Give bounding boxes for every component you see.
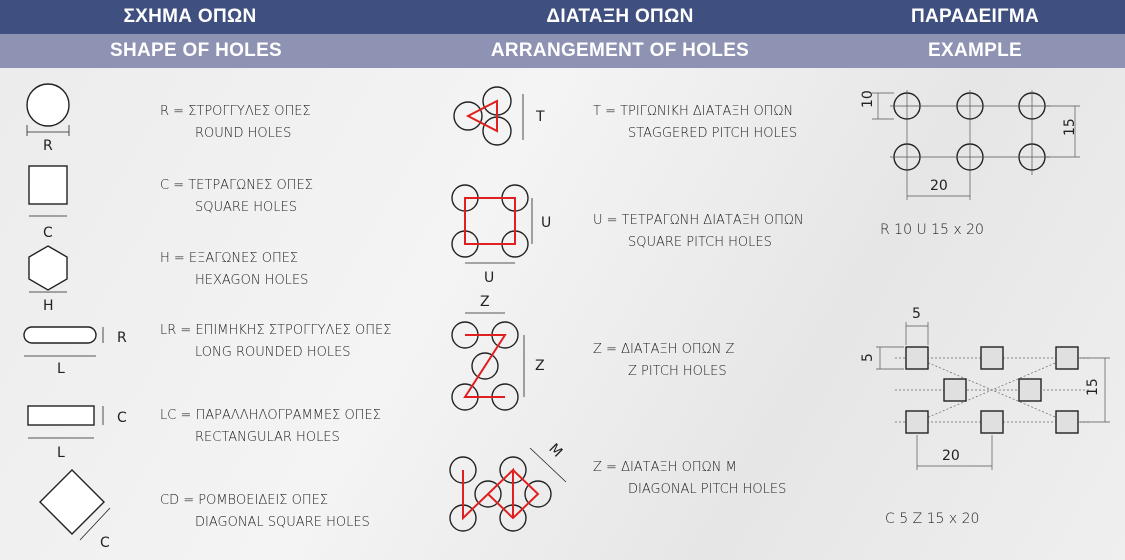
dimension-label: C	[43, 225, 53, 241]
staggered-pitch-drawing: T	[453, 86, 545, 146]
heading-arrangement-english: ARRANGEMENT OF HOLES	[490, 40, 750, 61]
square-pitch-drawing: U U	[451, 184, 551, 286]
drawing-mark	[453, 101, 483, 131]
drawing-mark	[471, 352, 499, 380]
drawing-mark	[462, 467, 540, 521]
content-area	[0, 68, 1125, 560]
dimension-label: L	[57, 361, 65, 377]
drawing-mark	[905, 410, 929, 434]
shape-square-english: SQUARE HOLES	[195, 200, 297, 215]
arrangement-m-greek: Z = ΔΙΑΤΑΞΗ ΟΠΩΝ M	[593, 460, 737, 475]
drawing-mark	[1055, 346, 1079, 370]
diagonal-pitch-drawing: M	[449, 441, 567, 532]
example-2-caption: C 5 Z 15 x 20	[885, 511, 980, 527]
square-hole-drawing: C	[28, 165, 68, 241]
heading-arrangement-greek: ΔΙΑΤΑΞΗ ΟΠΩΝ	[546, 6, 694, 27]
drawing-mark	[524, 480, 552, 508]
drawing-mark	[79, 507, 111, 541]
dimension-label: 5	[860, 353, 876, 362]
header-greek-band	[0, 0, 1125, 34]
dimension-label: Z	[535, 358, 545, 374]
drawing-mark	[980, 410, 1004, 434]
dimension-label: 20	[942, 448, 960, 464]
dimension-label: C	[100, 535, 110, 551]
arrangement-z-greek: Z = ΔΙΑΤΑΞΗ ΟΠΩΝ Z	[593, 342, 735, 357]
example-2-drawing: 5 5 15 20	[860, 306, 1110, 470]
shape-rectangular-english: RECTANGULAR HOLES	[195, 430, 340, 445]
shape-diagonal-square-greek: CD = ΡΟΜΒΟΕΙΔΕΙΣ ΟΠΕΣ	[160, 493, 329, 508]
dimension-label: 20	[930, 178, 948, 194]
arrangement-t-greek: T = ΤΡΙΓΩΝΙΚΗ ΔΙΑΤΑΞΗ ΟΠΩΝ	[593, 104, 794, 119]
dimension-label: M	[545, 441, 565, 461]
shape-round-greek: R = ΣΤΡΟΓΓΥΛΕΣ ΟΠΕΣ	[160, 104, 311, 119]
drawing-mark	[28, 165, 68, 205]
drawing-mark	[905, 346, 929, 370]
drawing-mark	[474, 480, 502, 508]
dimension-label: 5	[912, 306, 921, 322]
drawing-mark	[876, 322, 1110, 470]
drawing-mark	[943, 378, 967, 402]
drawing-mark	[463, 334, 507, 398]
dim-label: R	[43, 138, 53, 154]
heading-shape-english: SHAPE OF HOLES	[109, 40, 283, 61]
drawing-mark	[26, 83, 70, 127]
drawing-mark	[1018, 378, 1042, 402]
header-english-band	[0, 34, 1125, 68]
drawing-mark	[529, 447, 567, 483]
drawing-mark	[465, 99, 498, 133]
shape-hexagon-english: HEXAGON HOLES	[195, 273, 309, 288]
drawing-mark	[27, 405, 95, 426]
rectangular-hole-drawing: C L	[27, 405, 127, 461]
arrangement-t-english: STAGGERED PITCH HOLES	[628, 126, 798, 141]
long-rounded-hole-drawing: R L	[23, 326, 127, 377]
dimension-label: U	[484, 270, 494, 286]
dimension-label: U	[541, 215, 551, 231]
drawing-mark	[23, 326, 97, 344]
shape-long-rounded-greek: LR = ΕΠΙΜΗΚΗΣ ΣΤΡΟΓΓΥΛΕΣ ΟΠΕΣ	[160, 323, 392, 338]
example-1-drawing: 10 15 20	[860, 90, 1080, 200]
drawing-mark	[905, 346, 1079, 434]
hexagon-hole-drawing: H	[28, 245, 68, 314]
diagonal-square-hole-drawing: C	[39, 469, 111, 551]
heading-example-english: EXAMPLE	[928, 40, 1022, 61]
shape-diagonal-square-english: DIAGONAL SQUARE HOLES	[195, 515, 370, 530]
drawing-mark	[39, 469, 105, 535]
shape-hexagon-greek: H = ΕΞΑΓΩΝΕΣ ΟΠΕΣ	[160, 251, 299, 266]
drawing-mark	[464, 197, 516, 245]
shape-rectangular-greek: LC = ΠΑΡΑΛΛΗΛΟΓΡΑΜΜΕΣ ΟΠΕΣ	[160, 408, 381, 423]
drawing-mark	[28, 245, 68, 291]
round-hole-drawing: R	[26, 83, 70, 154]
heading-example-greek: ΠΑΡΑΔΕΙΓΜΑ	[910, 6, 1040, 27]
heading-shape-greek: ΣΧΗΜΑ ΟΠΩΝ	[123, 6, 257, 27]
drawing-mark	[916, 357, 1068, 423]
z-pitch-drawing: Z Z	[451, 294, 545, 411]
drawing-mark	[872, 90, 1080, 200]
drawing-mark	[980, 346, 1004, 370]
dimension-label: 10	[860, 90, 876, 108]
dimension-label: R	[117, 330, 127, 346]
dimension-label: L	[57, 445, 65, 461]
shape-round-english: ROUND HOLES	[195, 126, 292, 141]
dimension-label: H	[43, 298, 54, 314]
arrangement-u-english: SQUARE PITCH HOLES	[628, 235, 772, 250]
dimension-label: T	[535, 109, 545, 125]
dimension-label: 15	[1085, 378, 1101, 396]
shape-square-greek: C = ΤΕΤΡΑΓΩΝΕΣ ΟΠΕΣ	[160, 178, 313, 193]
drawing-mark	[1055, 410, 1079, 434]
dimension-label: 15	[1062, 118, 1078, 136]
arrangement-m-english: DIAGONAL PITCH HOLES	[628, 482, 787, 497]
dimension-label: C	[117, 410, 127, 426]
arrangement-z-english: Z PITCH HOLES	[628, 364, 727, 379]
shape-long-rounded-english: LONG ROUNDED HOLES	[195, 345, 351, 360]
example-1-caption: R 10 U 15 x 20	[880, 222, 984, 238]
dimension-label: Z	[480, 294, 490, 310]
arrangement-u-greek: U = ΤΕΤΡΑΓΩΝΗ ΔΙΑΤΑΞΗ ΟΠΩΝ	[593, 213, 804, 228]
